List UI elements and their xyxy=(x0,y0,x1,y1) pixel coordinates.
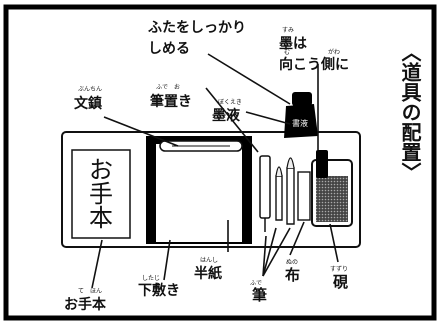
tehon-card-char-3: 本 xyxy=(89,204,113,232)
ink-bottle-label: 書液 xyxy=(292,118,308,128)
label-futa: ふたをしっかり xyxy=(148,20,246,36)
label-sumi: 墨は xyxy=(279,36,307,52)
tehon-card-char-1: お xyxy=(89,156,113,184)
label-hanshi: 半紙 xyxy=(194,265,222,282)
label-fudeoki: 筆置き xyxy=(150,93,192,110)
ruby-fudeoki: ふで お xyxy=(156,84,180,91)
leader-fude-2 xyxy=(262,227,291,277)
leader-fude-1 xyxy=(262,227,277,277)
label-suzuri: 硯 xyxy=(332,273,348,291)
ruby-sumi: すみ xyxy=(282,27,294,34)
leader-bunchin xyxy=(103,116,179,147)
label-futa-2: しめる xyxy=(148,41,190,57)
leader-fudeoki xyxy=(205,87,259,153)
ruby-suzuri: すずり xyxy=(330,265,348,273)
ruby-mukou: む xyxy=(284,49,290,56)
leader-suzuri xyxy=(329,223,339,263)
ruby-otehon: て ほん xyxy=(78,288,102,295)
outer-frame xyxy=(3,4,437,321)
label-fude: 筆 xyxy=(252,286,267,304)
leader-futa xyxy=(207,53,291,105)
leader-nuno xyxy=(289,221,305,256)
label-bunchin: 文鎮 xyxy=(74,95,102,112)
suzuri-head xyxy=(316,150,328,178)
ruby-gawa: がわ xyxy=(328,48,340,56)
tehon-card-char-2: 手 xyxy=(89,180,113,208)
brush-1 xyxy=(275,175,283,221)
ruby-bunchin: ぶんちん xyxy=(78,86,102,93)
label-otehon: お手本 xyxy=(64,296,107,313)
label-nuno: 布 xyxy=(285,266,300,284)
ink-bottle-cap xyxy=(292,92,312,106)
brush-2-tip xyxy=(286,157,295,169)
suzuri-texture xyxy=(316,176,348,222)
ink-bottle xyxy=(284,104,318,138)
label-bokuteki: 墨液 xyxy=(212,107,241,124)
label-sumi-2: 向こう側に xyxy=(279,56,349,73)
label-shitajiki: 下敷き xyxy=(138,282,180,299)
leader-fude-3 xyxy=(262,235,267,277)
leader-shitajiki xyxy=(163,239,171,281)
page-title: 〈道具の配置〉 xyxy=(398,42,422,182)
ruby-fude: ふで xyxy=(250,280,262,287)
ruby-shitajiki: したじ xyxy=(142,275,160,282)
tehon-card xyxy=(71,149,131,239)
ruby-nuno: ぬの xyxy=(286,259,298,266)
brush-2 xyxy=(286,167,295,225)
hanshi xyxy=(156,144,242,242)
ruby-bokuteki: ぼくえき xyxy=(218,99,242,106)
leader-otehon xyxy=(91,239,103,289)
brush-1-tip xyxy=(275,166,283,177)
ruby-hanshi: はんし xyxy=(200,257,218,264)
cloth xyxy=(297,171,311,221)
leader-bokuteki xyxy=(245,111,291,125)
fudeoki-stand xyxy=(259,155,271,219)
